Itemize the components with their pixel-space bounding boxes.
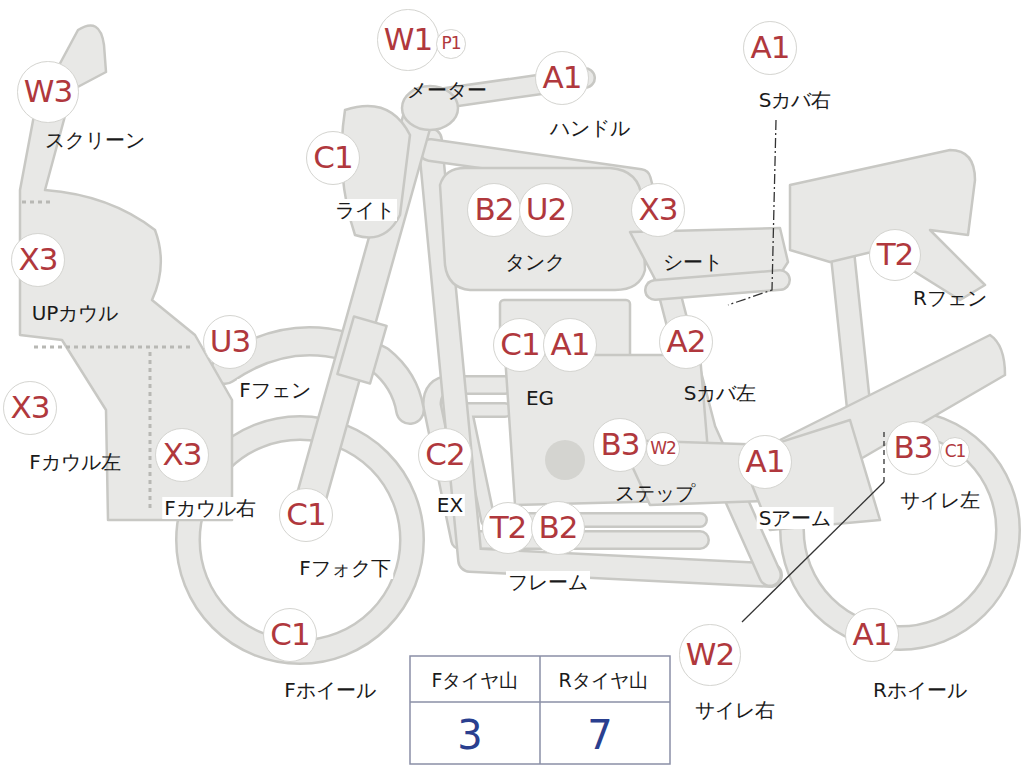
condition-code-circle: C1 <box>940 437 971 468</box>
condition-code-circle: X3 <box>631 183 685 237</box>
part-name: EG <box>526 387 554 409</box>
condition-code: B2 <box>538 512 577 543</box>
part-name: Rホイール <box>871 679 969 701</box>
part-name: Fフォク下 <box>297 557 393 579</box>
condition-code: C1 <box>313 142 352 173</box>
condition-code: B3 <box>600 429 639 460</box>
condition-code: T2 <box>877 239 914 270</box>
condition-code: A1 <box>853 619 892 650</box>
condition-code-circle: X3 <box>11 233 65 287</box>
condition-code: U2 <box>526 194 566 225</box>
condition-code-circle: W2 <box>646 432 681 467</box>
condition-code: X3 <box>639 194 678 225</box>
condition-code-circle: W3 <box>17 61 78 122</box>
part-name: Fカウル左 <box>29 451 121 473</box>
part-name: Fホイール <box>282 679 378 701</box>
part-name: サイレ右 <box>695 699 775 721</box>
part-name: タンク <box>505 251 565 273</box>
condition-code: A1 <box>543 62 582 93</box>
condition-code-circle: C1 <box>306 131 360 185</box>
condition-code-circle: C1 <box>493 318 547 372</box>
condition-code-circle: C1 <box>263 608 317 662</box>
table-cell: Fタイヤ山 <box>432 670 519 691</box>
condition-code-circle: X3 <box>155 428 209 482</box>
condition-code: B3 <box>893 432 932 463</box>
part-name: Sカバ右 <box>759 89 832 111</box>
condition-code-circle: A1 <box>535 51 589 105</box>
condition-code: X3 <box>163 439 202 470</box>
condition-code: W2 <box>650 440 676 457</box>
condition-code: X3 <box>19 244 58 275</box>
part-name: シート <box>663 251 723 273</box>
condition-code-circle: U3 <box>203 315 258 370</box>
part-name: フレーム <box>506 571 590 593</box>
part-name: Fフェン <box>237 379 313 401</box>
condition-code-circle: A1 <box>845 608 899 662</box>
part-name: メーター <box>407 79 487 101</box>
part-name: ハンドル <box>548 117 632 139</box>
condition-code-circle: W2 <box>679 624 740 685</box>
condition-code: C1 <box>286 499 325 530</box>
table-cell: 3 <box>457 713 482 757</box>
part-name: Sアーム <box>757 507 834 529</box>
condition-code: X3 <box>11 392 50 423</box>
condition-code: C1 <box>945 443 966 460</box>
table-cell: Rタイヤ山 <box>558 670 647 691</box>
condition-code: A2 <box>667 326 706 357</box>
condition-code: T2 <box>490 512 527 543</box>
table-cell: 7 <box>587 713 612 757</box>
condition-code: W1 <box>384 24 432 55</box>
condition-code: W3 <box>24 76 72 107</box>
condition-code-circle: U2 <box>519 183 574 238</box>
condition-code-circle: T2 <box>482 502 534 554</box>
condition-code-circle: B3 <box>593 418 647 472</box>
condition-code-circle: X3 <box>3 381 57 435</box>
part-name: UPカウル <box>32 302 119 324</box>
part-name: EX <box>435 494 465 516</box>
part-name: スクリーン <box>45 129 145 151</box>
condition-code: A1 <box>746 446 785 477</box>
condition-code-circle: C1 <box>279 488 333 542</box>
part-name: ライト <box>333 199 397 221</box>
condition-code-circle: W1 <box>377 9 438 70</box>
condition-code-circle: B3 <box>886 421 940 475</box>
condition-code-circle: A1 <box>743 21 797 75</box>
condition-code: W2 <box>686 639 734 670</box>
condition-code-circle: B2 <box>467 183 521 237</box>
condition-code: A1 <box>751 32 790 63</box>
condition-code: P1 <box>441 35 460 52</box>
condition-code-circle: A1 <box>543 318 597 372</box>
condition-code-circle: T2 <box>869 229 921 281</box>
condition-code: C1 <box>270 619 309 650</box>
condition-code: A1 <box>551 329 590 360</box>
part-name: Sカバ左 <box>684 382 757 404</box>
condition-code-circle: B2 <box>531 501 585 555</box>
condition-code-circle: P1 <box>436 29 466 59</box>
condition-code: C1 <box>500 329 539 360</box>
condition-code: C2 <box>425 439 464 470</box>
condition-code: U3 <box>210 326 250 357</box>
condition-code-circle: A2 <box>659 315 713 369</box>
part-name: ステップ <box>615 482 695 504</box>
part-name: Fカウル右 <box>162 497 258 519</box>
condition-code: B2 <box>474 194 513 225</box>
condition-code-circle: C2 <box>418 428 472 482</box>
part-name: サイレ左 <box>900 489 980 511</box>
condition-code-circle: A1 <box>738 435 792 489</box>
part-name: Rフェン <box>913 287 987 309</box>
